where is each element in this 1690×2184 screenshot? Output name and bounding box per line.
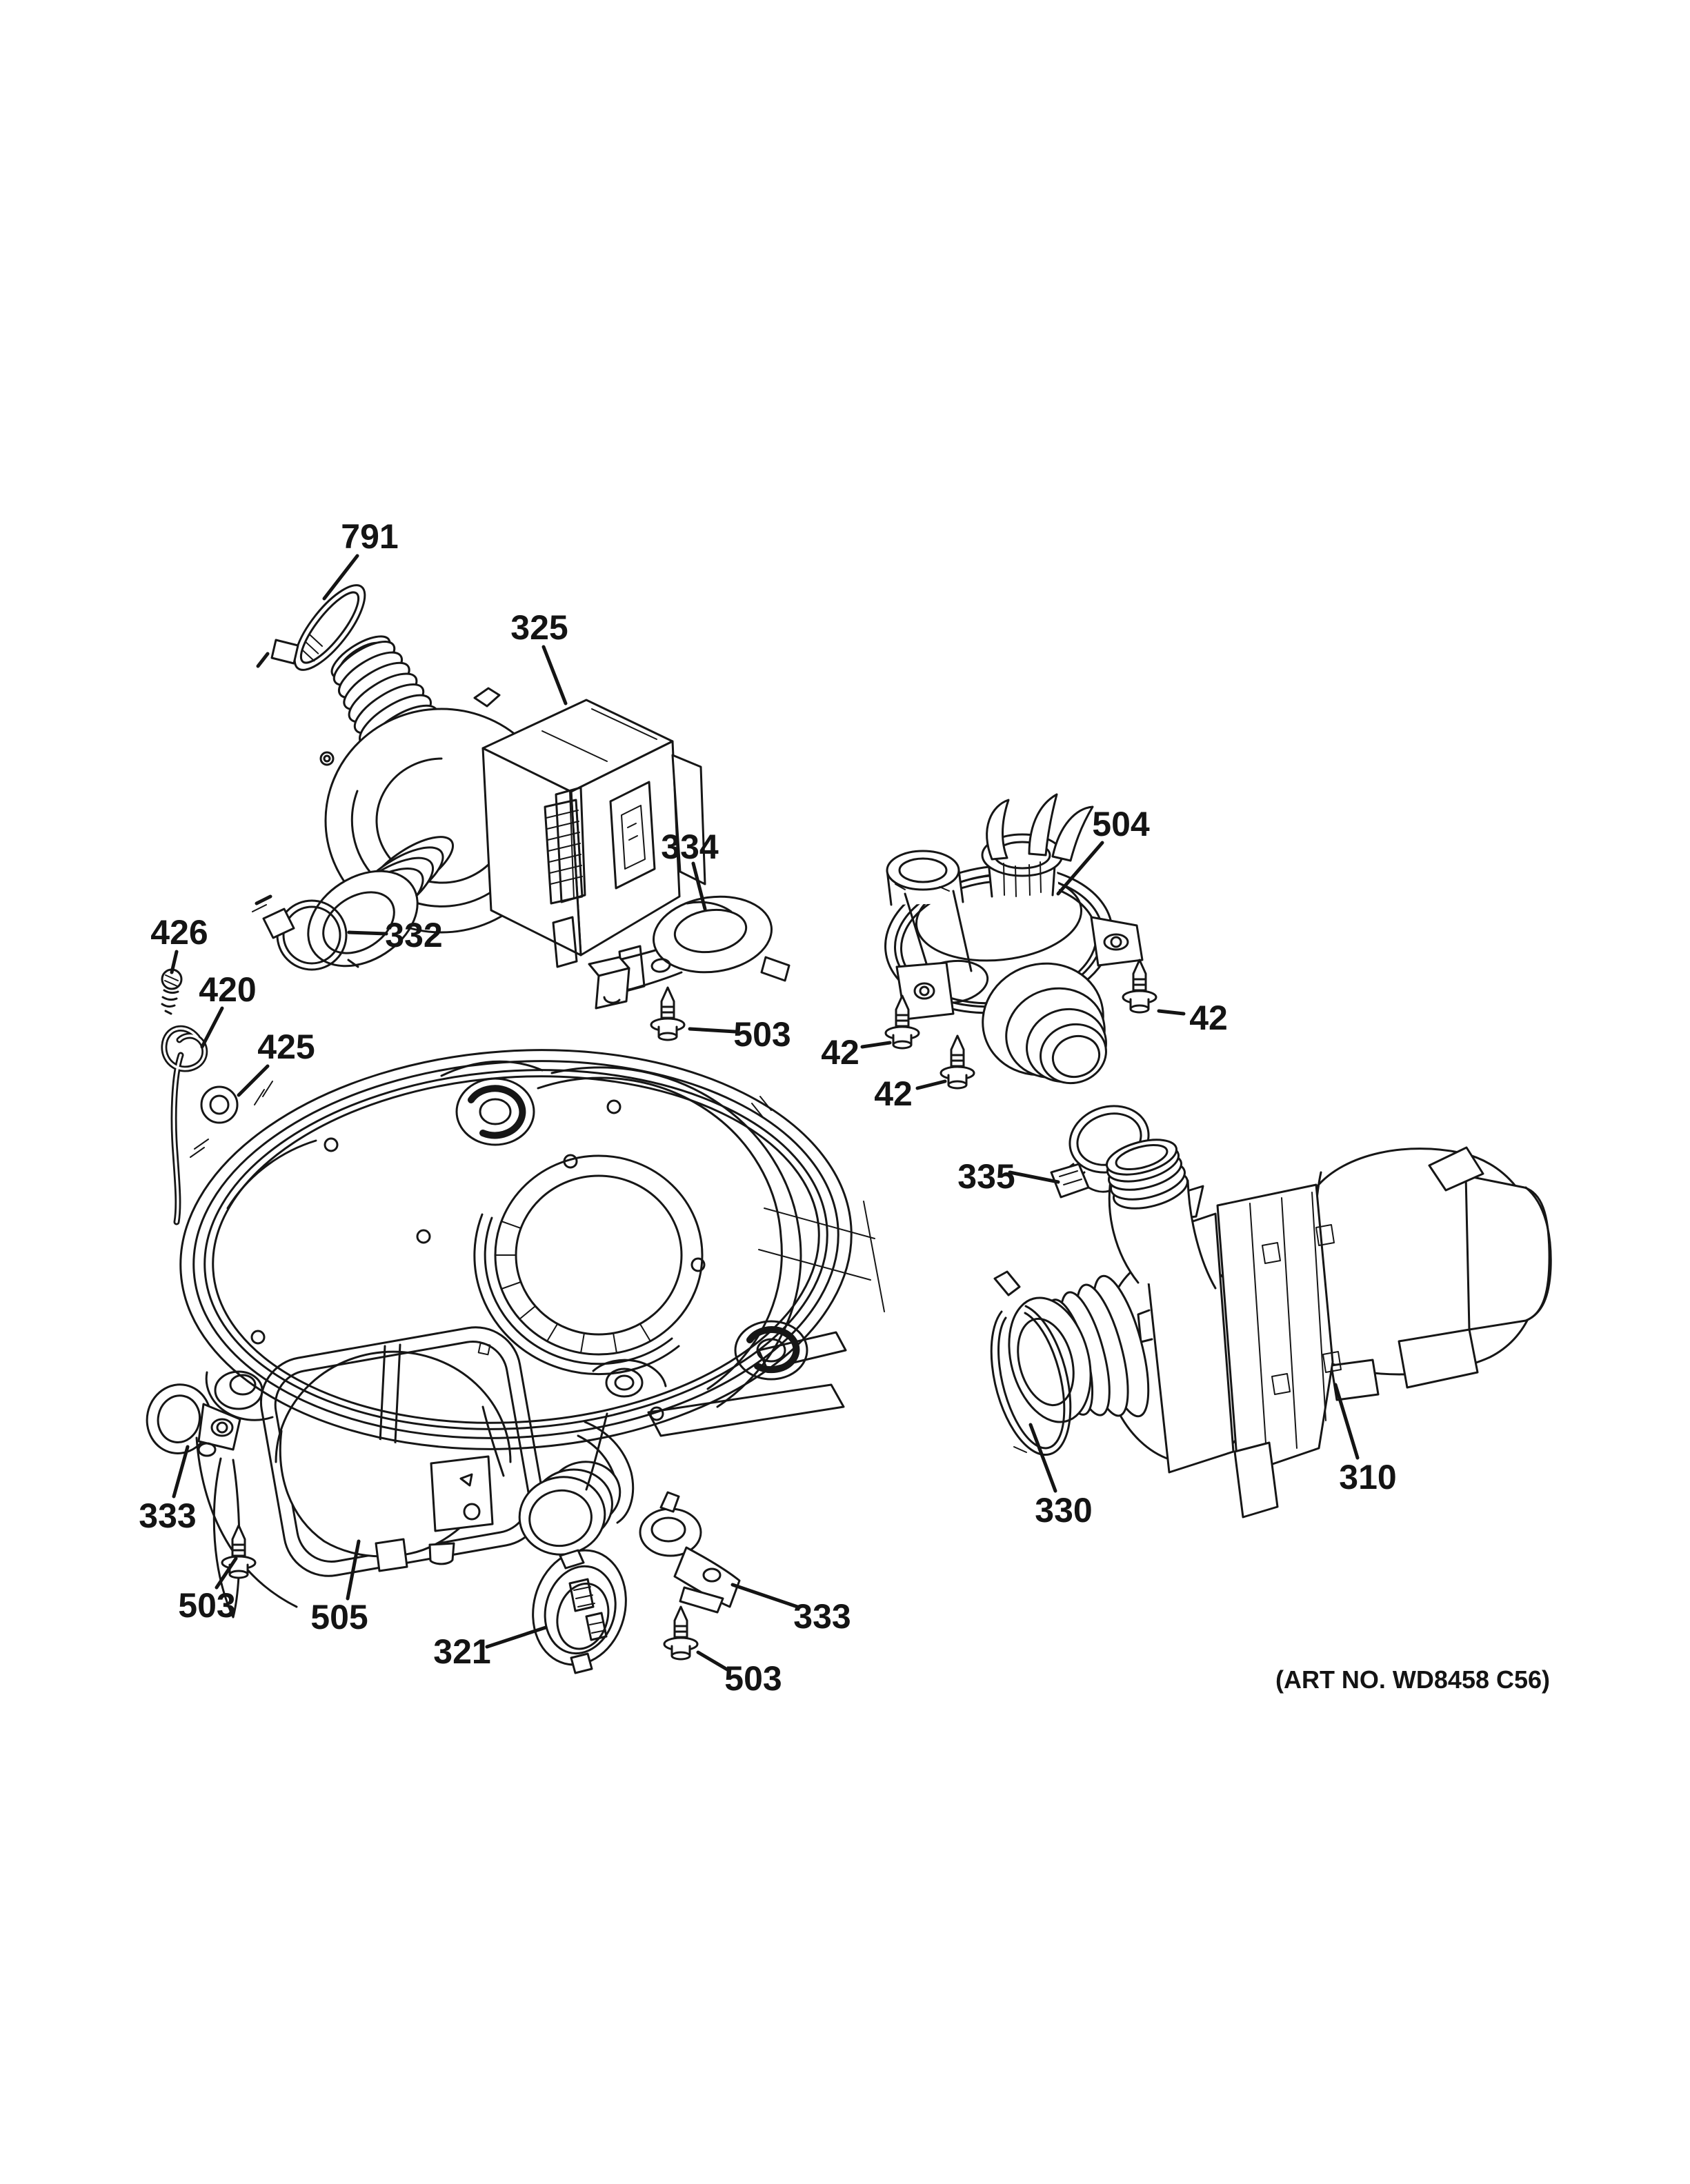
leader-line-bracket-334 bbox=[691, 861, 707, 911]
leader-line-drain-pump bbox=[541, 645, 568, 705]
part-label-grommet-425: 425 bbox=[257, 1028, 315, 1066]
part-label-bracket-334: 334 bbox=[661, 828, 719, 866]
leader-line-hose-clamp bbox=[322, 554, 359, 601]
leader-line-retainer-420 bbox=[200, 1006, 224, 1049]
part-label-screw-42-right: 42 bbox=[1189, 999, 1228, 1037]
part-label-clamp-335: 335 bbox=[957, 1157, 1015, 1196]
part-label-sump-body-505: 505 bbox=[310, 1598, 368, 1636]
part-label-drain-pump: 325 bbox=[510, 608, 568, 647]
part-label-screw-503-left: 503 bbox=[178, 1586, 235, 1625]
part-label-check-valve: 504 bbox=[1092, 805, 1150, 843]
part-label-wash-motor-310: 310 bbox=[1339, 1458, 1396, 1496]
leader-line-screw-42-bottom bbox=[915, 1079, 947, 1090]
leader-line-grommet-425 bbox=[237, 1064, 270, 1097]
part-label-screw-503-mid: 503 bbox=[733, 1015, 791, 1054]
part-label-screw-42-bottom: 42 bbox=[874, 1074, 913, 1113]
part-label-bracket-333-left: 333 bbox=[139, 1496, 196, 1535]
callout-layer: 791 325 334 504 426 420 332 425 503 42 42 42 335 330 3… bbox=[139, 517, 1396, 1698]
leader-line-screw-426 bbox=[170, 950, 179, 974]
sensor-321-drawing bbox=[532, 1549, 627, 1674]
leader-line-screw-42-right bbox=[1157, 1009, 1186, 1016]
sump-body-505-drawing bbox=[195, 1405, 635, 1619]
screw-42-right-drawing bbox=[1122, 959, 1157, 1014]
leader-line-check-valve bbox=[1056, 841, 1104, 896]
screw-426-drawing bbox=[161, 968, 183, 1015]
part-label-clamp-330: 330 bbox=[1035, 1491, 1092, 1530]
leader-line-clamp-330 bbox=[1028, 1423, 1057, 1493]
part-label-sensor-321: 321 bbox=[433, 1632, 490, 1671]
screw-503-mid-drawing bbox=[650, 986, 686, 1041]
leader-line-clamp-335 bbox=[1008, 1170, 1060, 1184]
leader-line-screw-42-left bbox=[860, 1041, 892, 1049]
leader-line-sump-body-505 bbox=[346, 1539, 361, 1601]
bracket-333-right-drawing bbox=[639, 1491, 741, 1614]
bracket-333-left-drawing bbox=[146, 1383, 241, 1457]
part-label-screw-503-bottom: 503 bbox=[724, 1659, 782, 1698]
drain-pump-drawing bbox=[307, 635, 706, 993]
screw-503-bottom-drawing bbox=[663, 1605, 699, 1661]
leader-line-sensor-321 bbox=[485, 1625, 548, 1649]
part-label-screw-42-left: 42 bbox=[821, 1033, 859, 1072]
retainer-420-drawing bbox=[161, 1025, 208, 1225]
part-label-bracket-333-right: 333 bbox=[793, 1597, 851, 1636]
hose-clamp-791-drawing bbox=[256, 584, 366, 671]
grommet-425-drawing bbox=[200, 1085, 239, 1124]
leader-line-screw-503-mid bbox=[688, 1027, 737, 1034]
leader-line-clamp-332 bbox=[347, 930, 388, 936]
leader-line-wash-motor-310 bbox=[1333, 1383, 1360, 1460]
part-label-clamp-332: 332 bbox=[385, 916, 442, 954]
art-number: (ART NO. WD8458 C56) bbox=[1275, 1665, 1550, 1694]
leader-line-bracket-333-left bbox=[172, 1445, 190, 1499]
clamp-330-drawing bbox=[990, 1270, 1072, 1456]
check-valve-504-drawing bbox=[884, 793, 1144, 1085]
sump-ring-drawing bbox=[179, 1049, 885, 1577]
part-label-retainer-420: 420 bbox=[199, 970, 256, 1009]
leader-line-bracket-333-right bbox=[730, 1583, 799, 1609]
wash-motor-310-drawing bbox=[1008, 1139, 1552, 1519]
bracket-334-drawing bbox=[588, 895, 791, 1010]
clip-port-top bbox=[455, 1077, 535, 1146]
leader-line-screw-503-left bbox=[215, 1556, 238, 1590]
clip-port-right bbox=[734, 1320, 808, 1381]
leader-line-screw-503-bottom bbox=[696, 1650, 730, 1672]
pump-mount-teeth bbox=[495, 1221, 651, 1354]
pump-label-hatch bbox=[546, 810, 583, 885]
part-label-screw-426: 426 bbox=[150, 913, 208, 952]
part-label-hose-clamp: 791 bbox=[341, 517, 398, 556]
clamp-332-drawing bbox=[252, 894, 348, 971]
